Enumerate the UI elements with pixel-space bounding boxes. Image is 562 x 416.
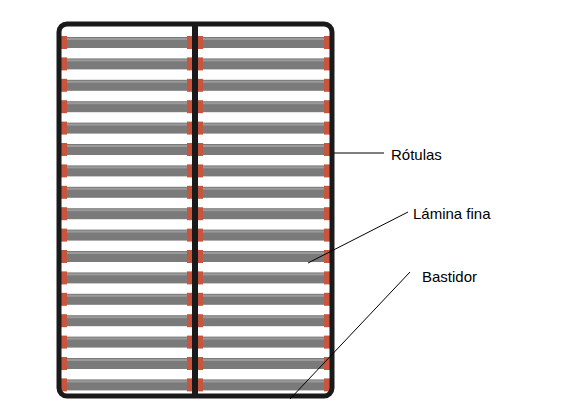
slat [64,315,190,326]
slat-highlight [202,338,325,340]
frame-border [59,24,332,396]
slat-highlight [202,38,325,40]
slat-highlight [202,145,325,147]
slat [64,230,190,241]
slat-highlight [66,231,188,233]
part-label: Rótulas [391,146,442,164]
slat-highlight [66,81,188,83]
slat-highlight [66,252,188,254]
slat [200,58,327,69]
slat-highlight [202,59,325,61]
slat-highlight [66,316,188,318]
slat-highlight [66,59,188,61]
slat-highlight [202,209,325,211]
slat [64,272,190,283]
slat [64,58,190,69]
slat [200,337,327,348]
slat-highlight [202,252,325,254]
slat [200,208,327,219]
slat-highlight [202,188,325,190]
slat [200,80,327,91]
slat-highlight [66,145,188,147]
slat [64,123,190,134]
slat-highlight [202,359,325,361]
slat [64,358,190,369]
slat-highlight [66,188,188,190]
slat [64,144,190,155]
slat [64,294,190,305]
slat [200,165,327,176]
part-label: Lámina fina [413,205,491,223]
slat-highlight [202,273,325,275]
slat [200,315,327,326]
slat [200,123,327,134]
leader-line [308,212,408,263]
slat-highlight [202,81,325,83]
slat [64,37,190,48]
slat [64,187,190,198]
part-label: Bastidor [422,268,477,286]
slat [64,251,190,262]
slat [200,144,327,155]
slat [64,208,190,219]
slat [64,101,190,112]
slat-highlight [202,316,325,318]
slat-highlight [66,166,188,168]
slat-highlight [202,231,325,233]
slat-highlight [66,102,188,104]
slat [64,379,190,390]
leader-line [290,272,410,399]
slat-highlight [202,124,325,126]
slat-highlight [66,209,188,211]
slat-highlight [66,380,188,382]
slat [200,358,327,369]
slat-highlight [202,102,325,104]
slat [200,187,327,198]
slat-highlight [66,295,188,297]
slat [200,230,327,241]
leader-line [334,153,384,154]
slat-highlight [66,38,188,40]
slat [200,294,327,305]
slat-highlight [202,166,325,168]
slat-highlight [66,124,188,126]
slat [200,272,327,283]
slat [200,101,327,112]
slat-highlight [66,338,188,340]
slat [200,379,327,390]
slat-highlight [66,359,188,361]
slat [200,251,327,262]
slat [64,337,190,348]
slat-highlight [66,273,188,275]
slat [64,165,190,176]
center-bar [192,24,198,396]
slat-highlight [202,295,325,297]
slat [200,37,327,48]
slat [64,80,190,91]
